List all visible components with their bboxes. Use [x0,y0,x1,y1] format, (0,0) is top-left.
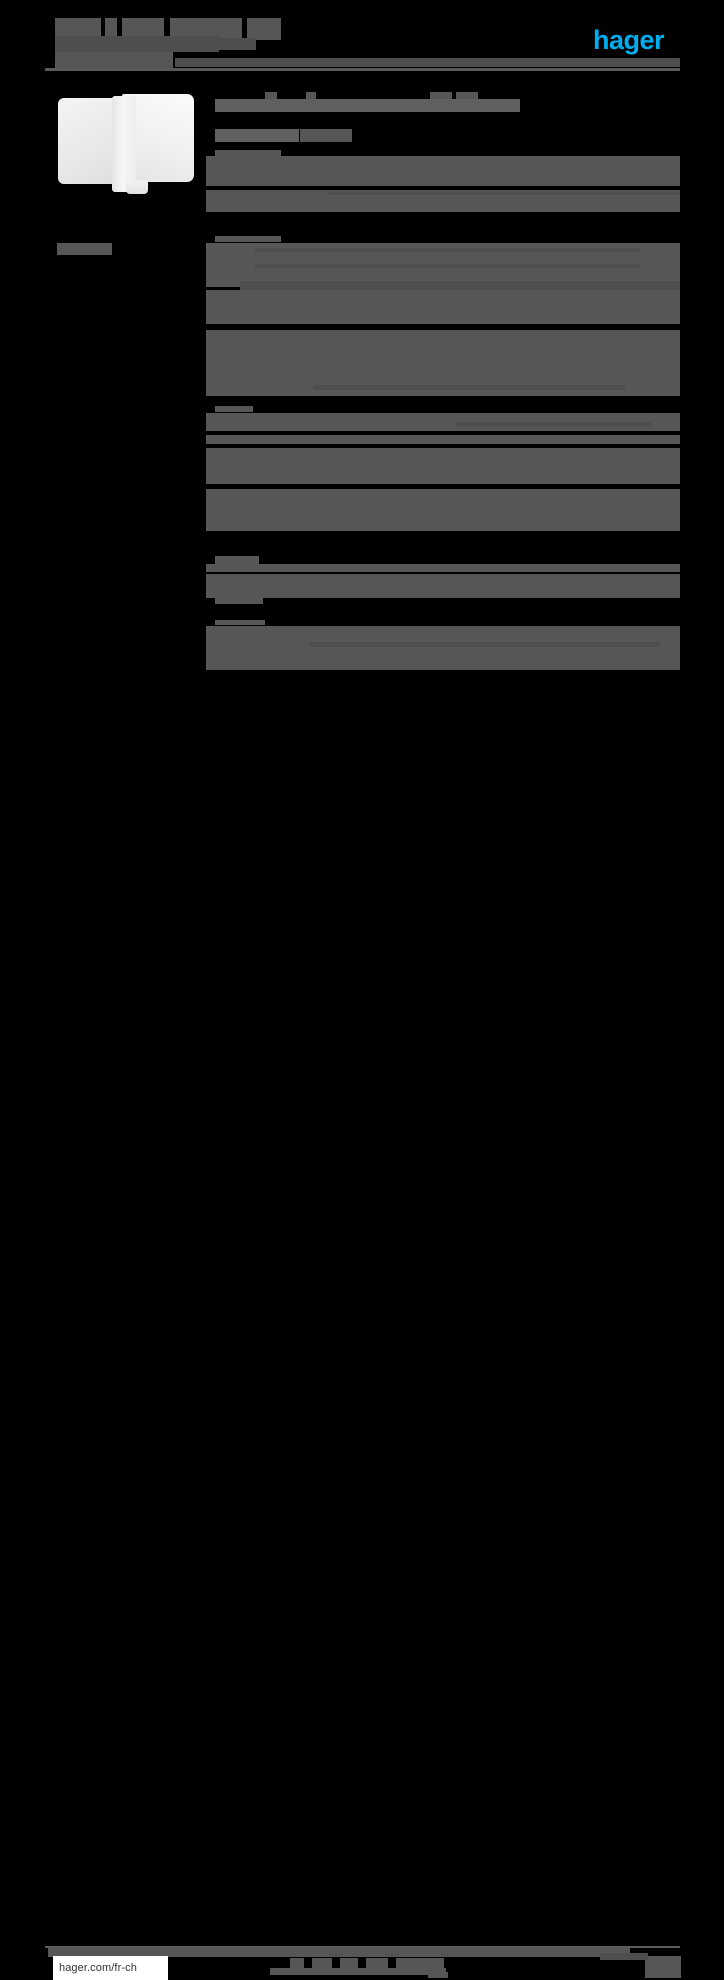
page-header: hager [0,0,724,78]
footer-website-link[interactable]: hager.com/fr-ch [59,1962,137,1974]
page-subtitle [55,52,173,68]
footer-link-container[interactable]: hager.com/fr-ch [53,1956,168,1980]
page-number-shadow [600,1953,648,1960]
sidebar-label [57,243,112,255]
section-subheading-2 [300,129,352,142]
product-image [52,88,200,198]
header-divider [45,68,680,71]
hager-logo: hager [593,25,665,55]
section-subheading [215,129,299,142]
product-body-center [112,96,136,192]
product-tab [126,180,148,194]
page-footer: hager.com/fr-ch [0,968,724,1980]
page-number [645,1956,681,1978]
page-subtitle-tail [175,58,680,67]
